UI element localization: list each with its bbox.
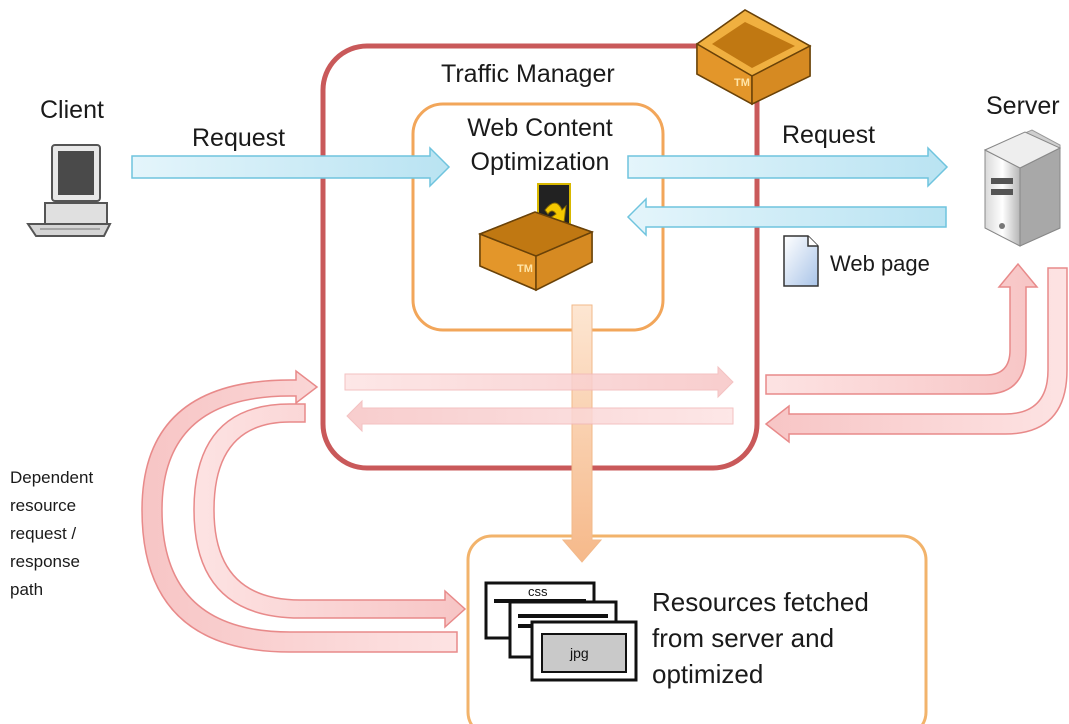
server-dependent-response-arrow: [764, 267, 1068, 444]
client-label: Client: [40, 96, 104, 124]
tm-inner-right-arrow: [344, 365, 734, 399]
tm-box-mark: TM: [734, 77, 750, 89]
tm-box-arrow-mark: TM: [517, 263, 533, 275]
client-request-arrow: [131, 146, 451, 188]
css-file-label: css: [528, 584, 548, 599]
resources-label: Resources fetched from server and optimi…: [652, 587, 869, 689]
tm-box-with-arrow-icon: TM: [477, 183, 595, 292]
dependent-path-label: Dependent resource request / response pa…: [10, 468, 94, 599]
wco-label-line1: Web Content: [467, 114, 613, 142]
tm-inner-left-arrow: [346, 399, 734, 433]
computer-icon: [26, 144, 112, 237]
dependent-outer-curve-arrow: [141, 369, 458, 653]
request-right-label: Request: [782, 121, 876, 149]
server-request-arrow: [627, 146, 949, 188]
file-stack-icon: css jpg: [484, 581, 638, 682]
document-icon: [783, 235, 819, 287]
server-dependent-request-arrow: [765, 262, 1039, 395]
server-label: Server: [986, 92, 1060, 120]
server-icon: [983, 129, 1062, 247]
wco-label-line2: Optimization: [470, 148, 610, 176]
web-page-label: Web page: [830, 251, 930, 276]
traffic-manager-box: [320, 43, 760, 471]
tm-box-icon: TM: [695, 9, 812, 106]
web-page-response-arrow: [626, 197, 947, 237]
request-left-label: Request: [192, 124, 286, 152]
jpg-file-label: jpg: [569, 645, 589, 661]
traffic-manager-label: Traffic Manager: [441, 60, 615, 88]
optimize-down-arrow: [561, 304, 603, 563]
dependent-inner-curve-arrow: [193, 403, 467, 629]
